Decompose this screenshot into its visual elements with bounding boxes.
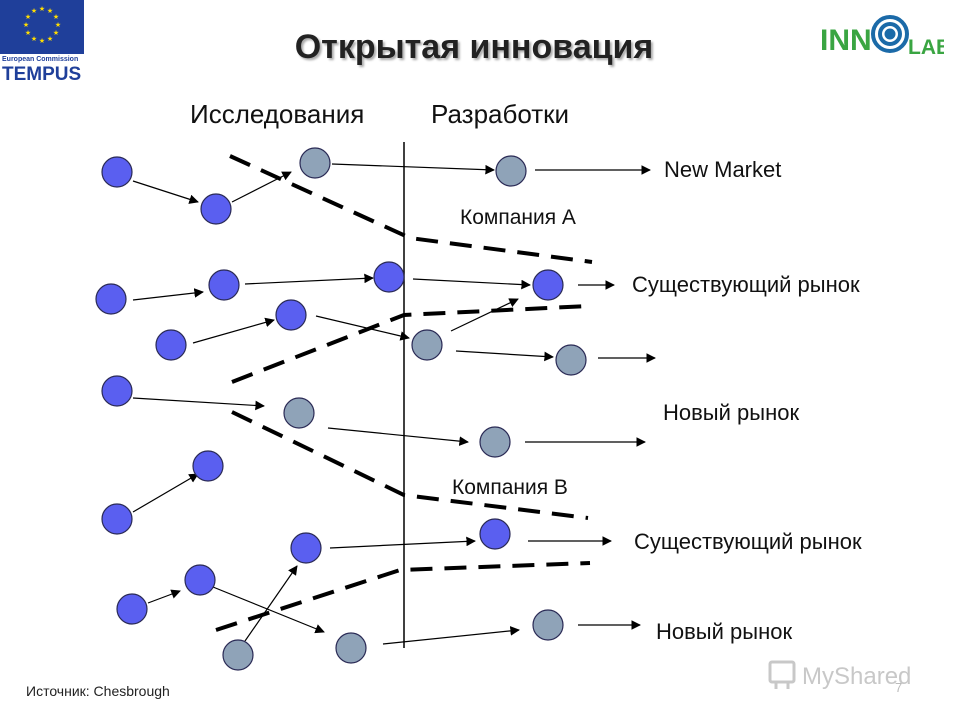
internal-idea-node	[155, 329, 187, 361]
flow-arrow	[329, 536, 476, 549]
external-idea-node	[411, 329, 443, 361]
flow-arrow	[327, 427, 469, 446]
company-a-lower-boundary	[231, 304, 589, 384]
flow-arrow	[315, 315, 410, 341]
svg-text:★: ★	[39, 37, 45, 45]
market-label-new-market: New Market	[664, 157, 782, 182]
flow-arrow	[412, 278, 531, 290]
external-idea-node	[532, 609, 564, 641]
svg-text:★: ★	[47, 35, 53, 43]
external-idea-node	[555, 344, 587, 376]
watermark-text: MyShared	[802, 663, 911, 690]
flow-arrow	[192, 317, 275, 344]
company-a-label: Компания A	[460, 206, 576, 229]
source-caption: Источник: Chesbrough	[26, 683, 170, 699]
svg-text:★: ★	[31, 7, 37, 15]
eu-tempus-logo: ★★★ ★★★ ★★★ ★★★ European Commission TEMP…	[0, 0, 84, 88]
internal-idea-node	[116, 593, 148, 625]
market-label-existing-1: Существующий рынок	[632, 272, 860, 297]
internal-idea-node	[200, 193, 232, 225]
company-b-label: Компания B	[452, 476, 568, 499]
svg-text:★: ★	[47, 7, 53, 15]
company-b-lower-boundary	[215, 561, 591, 632]
external-idea-node	[283, 397, 315, 429]
innolab-logo: INN LAB	[820, 4, 951, 60]
internal-idea-node	[532, 269, 564, 301]
flow-arrow	[382, 626, 520, 645]
svg-text:★: ★	[53, 13, 59, 21]
svg-text:★: ★	[39, 5, 45, 13]
header-development: Разработки	[431, 99, 570, 129]
innolab-right-text: LAB	[908, 36, 944, 59]
flow-arrow	[231, 171, 292, 203]
company-a-upper-boundary	[229, 154, 593, 264]
presentation-icon	[768, 660, 796, 689]
flow-arrow	[212, 586, 325, 634]
external-idea-node	[495, 155, 527, 187]
flow-arrow	[132, 180, 199, 204]
internal-idea-node	[290, 532, 322, 564]
flow-arrow	[455, 350, 554, 362]
flow-arrow	[132, 288, 204, 301]
myshared-watermark: MyShared	[768, 658, 928, 692]
internal-idea-node	[373, 261, 405, 293]
spiral-icon	[871, 15, 909, 53]
flow-arrow	[147, 589, 181, 604]
svg-text:★: ★	[55, 21, 61, 29]
external-idea-node	[299, 147, 331, 179]
internal-idea-node	[101, 503, 133, 535]
flow-arrow	[132, 397, 265, 411]
internal-idea-node	[275, 299, 307, 331]
svg-text:★: ★	[25, 13, 31, 21]
external-idea-node	[479, 426, 511, 458]
flow-arrow	[331, 163, 495, 175]
market-label-new-1: Новый рынок	[663, 400, 800, 425]
svg-text:★: ★	[25, 29, 31, 37]
innolab-left-text: INN	[820, 24, 872, 57]
header-research: Исследования	[190, 99, 365, 129]
page-number: 7	[895, 680, 903, 695]
internal-idea-node	[184, 564, 216, 596]
market-label-existing-2: Существующий рынок	[634, 529, 862, 554]
company-b-upper-boundary	[231, 410, 589, 520]
flow-arrow	[244, 273, 374, 285]
svg-text:★: ★	[31, 35, 37, 43]
flow-arrow	[132, 473, 199, 513]
svg-text:★: ★	[53, 29, 59, 37]
internal-idea-node	[192, 450, 224, 482]
internal-idea-node	[101, 156, 133, 188]
external-idea-node	[335, 632, 367, 664]
eu-flag-icon: ★★★ ★★★ ★★★ ★★★	[0, 0, 84, 54]
svg-text:★: ★	[23, 21, 29, 29]
internal-idea-node	[101, 375, 133, 407]
eu-caption-small: European Commission	[2, 56, 79, 63]
slide-title: Открытая инновация	[294, 28, 654, 66]
external-idea-node	[222, 639, 254, 671]
eu-caption-large: TEMPUS	[2, 64, 82, 85]
flow-arrow	[450, 298, 519, 332]
internal-idea-node	[95, 283, 127, 315]
internal-idea-node	[208, 269, 240, 301]
internal-idea-node	[479, 518, 511, 550]
market-label-new-2: Новый рынок	[656, 619, 793, 644]
flow-arrow	[244, 565, 298, 642]
